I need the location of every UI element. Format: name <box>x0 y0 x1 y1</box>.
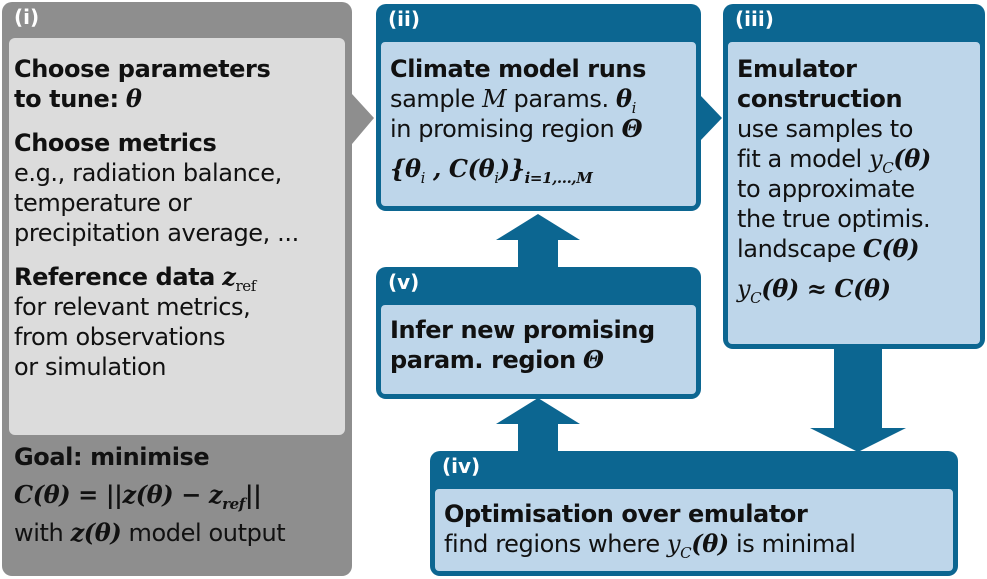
emulator-line4: the true optimis. <box>737 205 931 233</box>
theta-i-subscript: i <box>631 98 637 117</box>
optimisation-title: Optimisation over emulator <box>444 500 808 528</box>
metrics-line1: e.g., radiation balance, <box>14 159 282 187</box>
emulator-line1: use samples to <box>737 115 913 143</box>
formula-sub1: i <box>420 168 426 187</box>
approx-formula: yC(θ) ≈ C(θ) <box>737 274 931 307</box>
iv-y-subscript: C <box>680 543 692 562</box>
Theta-v-symbol: Θ <box>583 345 604 374</box>
arrow-iv-to-v <box>496 398 580 454</box>
panel-v-header: (v) <box>388 270 420 294</box>
goal-with-line: with z(θ) model output <box>14 518 286 548</box>
is-minimal-text: is minimal <box>736 530 856 558</box>
landscape-text: landscape <box>737 235 856 263</box>
goal-formula-end: || <box>244 480 262 509</box>
fit-model-text: fit a model <box>737 145 862 173</box>
param-region-text: param. region <box>390 346 576 374</box>
approx-y: y <box>737 275 751 303</box>
metrics-line2: temperature or <box>14 189 192 217</box>
M-symbol: M <box>482 85 507 113</box>
infer-title-line2: param. region Θ <box>390 345 655 375</box>
infer-title-line1: Infer new promising <box>390 316 655 344</box>
y-arg: (θ) <box>893 144 931 173</box>
sample-line: sample M params. θi <box>390 84 646 117</box>
region-line: in promising region Θ <box>390 114 646 144</box>
emulator-line3: to approximate <box>737 175 915 203</box>
arrow-iii-to-iv <box>810 346 906 452</box>
params-text: params. <box>513 85 610 113</box>
panel-i-body <box>9 38 345 435</box>
panel-iii-text: Emulator construction use samples to fit… <box>737 54 931 307</box>
C-theta: C(θ) <box>862 234 920 263</box>
params-title-line1: Choose parameters <box>14 55 271 83</box>
arrow-v-to-ii <box>496 214 580 268</box>
theta-i-symbol: θ <box>615 84 632 113</box>
sample-text: sample <box>390 85 475 113</box>
goal-with: with <box>14 519 64 547</box>
panel-ii-header: (ii) <box>388 7 420 31</box>
panel-v-body <box>379 303 698 396</box>
y-symbol: y <box>869 145 883 173</box>
panel-i: (i) Choose parameters to tune: θ Choose … <box>2 2 352 576</box>
formula-part1: {θ <box>390 154 421 183</box>
iv-y-symbol: y <box>666 530 681 558</box>
y-subscript: C <box>882 158 894 177</box>
climate-runs-title: Climate model runs <box>390 55 647 83</box>
metrics-title: Choose metrics <box>14 129 217 157</box>
goal-text: Goal: minimise C(θ) = ||z(θ) − zref|| wi… <box>14 442 286 548</box>
params-title-to-tune: to tune: <box>14 85 119 113</box>
goal-model-output: model output <box>128 519 286 547</box>
find-regions-text: find regions where <box>444 530 660 558</box>
ref-line1: for relevant metrics, <box>14 293 251 321</box>
goal-title: Goal: minimise <box>14 443 210 471</box>
formula-part3: )} <box>498 154 525 183</box>
approx-rest: (θ) ≈ C(θ) <box>761 274 891 303</box>
panel-iv-text: Optimisation over emulator find regions … <box>444 499 856 562</box>
ref-title: Reference data <box>14 263 215 291</box>
goal-z: z(θ) <box>70 518 122 547</box>
panel-iv-header: (iv) <box>442 454 481 478</box>
sample-set-formula: {θi , C(θi)}i=1,...,M <box>390 154 646 187</box>
panel-iii-header: (iii) <box>735 7 774 31</box>
panel-ii: (ii) Climate model runs sample M params.… <box>376 4 701 211</box>
panel-v: (v) Infer new promising param. region Θ <box>376 267 701 399</box>
theta-symbol: θ <box>125 84 142 113</box>
arrow-i-to-ii <box>352 94 374 144</box>
panel-v-text: Infer new promising param. region Θ <box>390 315 655 375</box>
approx-sub: C <box>750 288 762 307</box>
emulator-title-line2: construction <box>737 85 903 113</box>
iv-y-arg: (θ) <box>691 529 729 558</box>
metrics-line3: precipitation average, ... <box>14 219 299 247</box>
goal-formula: C(θ) = ||z(θ) − zref|| <box>14 480 285 513</box>
panel-i-header: (i) <box>14 5 40 29</box>
panel-iv: (iv) Optimisation over emulator find reg… <box>430 451 958 576</box>
params-title-line2: to tune: θ <box>14 84 299 114</box>
panel-ii-text: Climate model runs sample M params. θi i… <box>390 54 647 187</box>
ref-line3: or simulation <box>14 353 167 381</box>
formula-range: i=1,...,M <box>524 168 593 187</box>
arrow-ii-to-iii <box>700 95 722 141</box>
emulator-line2: fit a model yC(θ) <box>737 144 931 177</box>
optimisation-line: find regions where yC(θ) is minimal <box>444 529 856 562</box>
ref-line2: from observations <box>14 323 226 351</box>
formula-part2: , C(θ <box>425 154 495 183</box>
emulator-title-line1: Emulator <box>737 55 857 83</box>
formula-sub2: i <box>494 168 499 187</box>
ref-title-line: Reference data zref <box>14 262 299 295</box>
goal-formula-sub: ref <box>222 494 245 513</box>
panel-iii: (iii) Emulator construction use samples … <box>723 4 985 349</box>
Theta-symbol: Θ <box>621 114 643 143</box>
panel-iv-body <box>433 487 955 573</box>
panel-i-text: Choose parameters to tune: θ Choose metr… <box>14 54 299 382</box>
z-ref-subscript: ref <box>235 276 256 295</box>
goal-formula-main: C(θ) = ||z(θ) − z <box>14 480 223 509</box>
region-text: in promising region <box>390 115 615 143</box>
emulator-line5: landscape C(θ) <box>737 234 931 264</box>
z-ref-symbol: z <box>222 262 236 291</box>
panel-ii-body <box>379 40 698 208</box>
panel-iii-body <box>726 40 982 346</box>
